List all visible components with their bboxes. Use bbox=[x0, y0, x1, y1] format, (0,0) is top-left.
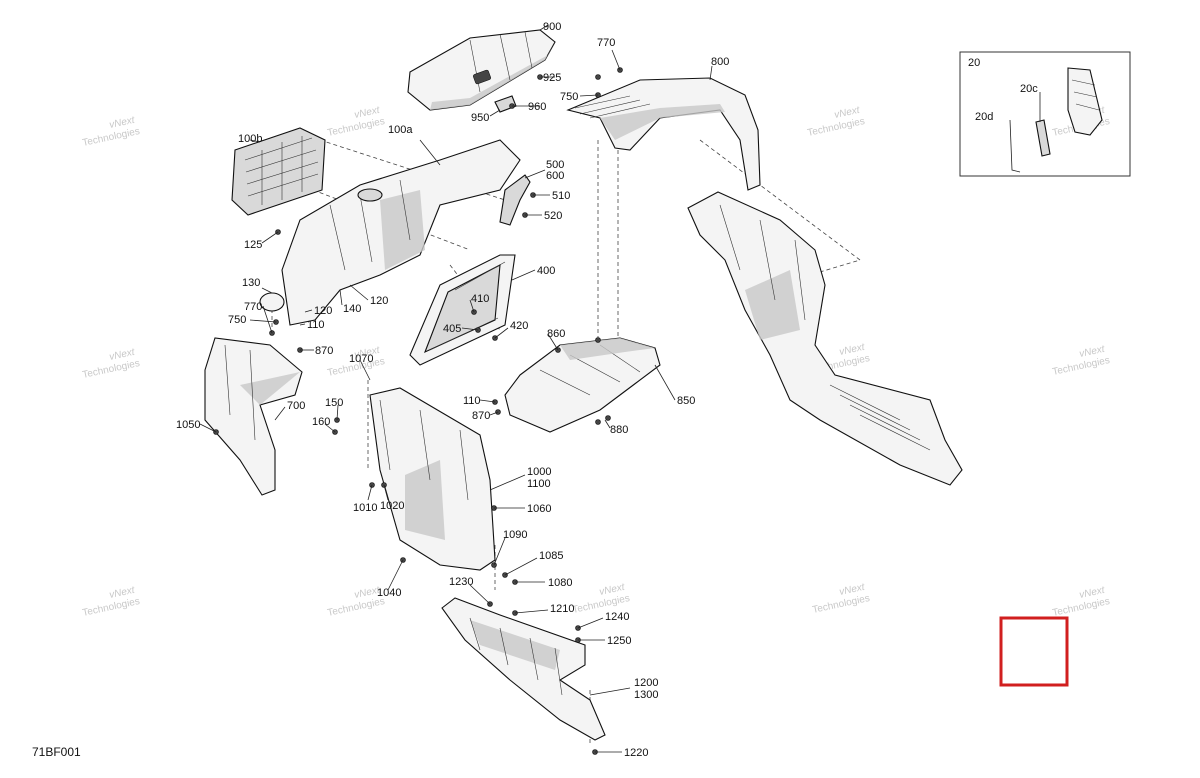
callout-110-left: 110 bbox=[307, 319, 325, 331]
callout-1100: 1100 bbox=[527, 478, 551, 490]
callout-770-left: 770 bbox=[244, 301, 262, 313]
callout-1250: 1250 bbox=[607, 635, 631, 647]
callout-120-left: 120 bbox=[314, 305, 332, 317]
callout-120-right: 120 bbox=[370, 295, 388, 307]
callout-405: 405 bbox=[443, 323, 461, 335]
callout-labels: 900 925 960 950 770 750 800 100b 100a 50… bbox=[176, 21, 729, 759]
callout-850: 850 bbox=[677, 395, 695, 407]
watermark-line1: vNext bbox=[108, 347, 136, 363]
callout-150: 150 bbox=[325, 397, 343, 409]
part-770-screw-top[interactable] bbox=[595, 74, 601, 80]
part-right-side-panel[interactable] bbox=[687, 191, 963, 486]
callout-900: 900 bbox=[543, 21, 561, 33]
callout-520: 520 bbox=[544, 210, 562, 222]
callout-1200: 1200 bbox=[634, 677, 658, 689]
watermark-line1: vNext bbox=[353, 105, 381, 121]
callout-1070: 1070 bbox=[349, 353, 373, 365]
diagram-code: 71BF001 bbox=[32, 745, 81, 759]
part-880-screw[interactable] bbox=[595, 419, 601, 425]
callout-140: 140 bbox=[343, 303, 361, 315]
leader-lines bbox=[199, 24, 713, 753]
callout-420: 420 bbox=[510, 320, 528, 332]
callout-20d: 20d bbox=[975, 111, 993, 123]
selection-highlight-box[interactable] bbox=[999, 616, 1069, 687]
callout-1000: 1000 bbox=[527, 466, 551, 478]
watermark-line1: vNext bbox=[833, 105, 861, 121]
callout-870-console: 870 bbox=[472, 410, 490, 422]
part-1000-door-panel[interactable] bbox=[369, 387, 496, 571]
callout-500: 500 bbox=[546, 159, 564, 171]
callout-870-left: 870 bbox=[315, 345, 333, 357]
callout-700: 700 bbox=[287, 400, 305, 412]
callout-960: 960 bbox=[528, 101, 546, 113]
callout-1300: 1300 bbox=[634, 689, 658, 701]
callout-1010: 1010 bbox=[353, 502, 377, 514]
callout-410: 410 bbox=[471, 293, 489, 305]
part-880-screw[interactable] bbox=[605, 415, 611, 421]
callout-750-top: 750 bbox=[560, 91, 578, 103]
callout-1090: 1090 bbox=[503, 529, 527, 541]
part-400-frame[interactable] bbox=[409, 254, 516, 366]
watermark-line1: vNext bbox=[353, 345, 381, 361]
callout-1210: 1210 bbox=[550, 603, 574, 615]
part-900-glove-box-lid[interactable] bbox=[407, 29, 556, 111]
callout-1050: 1050 bbox=[176, 419, 200, 431]
callout-1220: 1220 bbox=[624, 747, 648, 759]
callout-1020: 1020 bbox=[380, 500, 404, 512]
callout-20c: 20c bbox=[1020, 83, 1038, 95]
tool-kit-box-20[interactable]: 20 20c 20d bbox=[959, 51, 1131, 177]
part-800-dash-upper-panel[interactable] bbox=[566, 77, 761, 191]
callout-1085: 1085 bbox=[539, 550, 563, 562]
callout-20: 20 bbox=[968, 57, 980, 69]
callout-770-top: 770 bbox=[597, 37, 615, 49]
callout-1230: 1230 bbox=[449, 576, 473, 588]
callout-925: 925 bbox=[543, 72, 561, 84]
watermark-line1: vNext bbox=[108, 585, 136, 601]
part-850-floor-console[interactable] bbox=[504, 337, 661, 433]
callout-880: 880 bbox=[610, 424, 628, 436]
part-500-bracket[interactable] bbox=[499, 174, 531, 226]
part-1200-rocker-panel[interactable] bbox=[441, 597, 606, 741]
callout-1060: 1060 bbox=[527, 503, 551, 515]
callout-1080: 1080 bbox=[548, 577, 572, 589]
callout-100a: 100a bbox=[388, 124, 413, 136]
watermark-line1: vNext bbox=[838, 342, 866, 358]
watermark-line1: vNext bbox=[1078, 344, 1106, 360]
part-700-side-panel-left[interactable] bbox=[204, 337, 303, 496]
callout-950: 950 bbox=[471, 112, 489, 124]
callout-750-left: 750 bbox=[228, 314, 246, 326]
callout-400: 400 bbox=[537, 265, 555, 277]
watermark-line1: vNext bbox=[108, 115, 136, 131]
callout-110-console: 110 bbox=[463, 395, 481, 407]
part-100b-dash-grille[interactable] bbox=[231, 127, 326, 216]
callout-160: 160 bbox=[312, 416, 330, 428]
part-100a-dash-main[interactable] bbox=[281, 139, 521, 326]
callout-600: 600 bbox=[546, 170, 564, 182]
callout-125: 125 bbox=[244, 239, 262, 251]
watermark-line1: vNext bbox=[598, 582, 626, 598]
callout-100b: 100b bbox=[238, 133, 262, 145]
callout-510: 510 bbox=[552, 190, 570, 202]
watermark-line1: vNext bbox=[353, 585, 381, 601]
callout-800: 800 bbox=[711, 56, 729, 68]
watermark-line1: vNext bbox=[838, 582, 866, 598]
callout-130: 130 bbox=[242, 277, 260, 289]
callout-1040: 1040 bbox=[377, 587, 401, 599]
callout-1240: 1240 bbox=[605, 611, 629, 623]
part-860-screw[interactable] bbox=[595, 337, 601, 343]
watermark-line1: vNext bbox=[1078, 585, 1106, 601]
callout-860: 860 bbox=[547, 328, 565, 340]
